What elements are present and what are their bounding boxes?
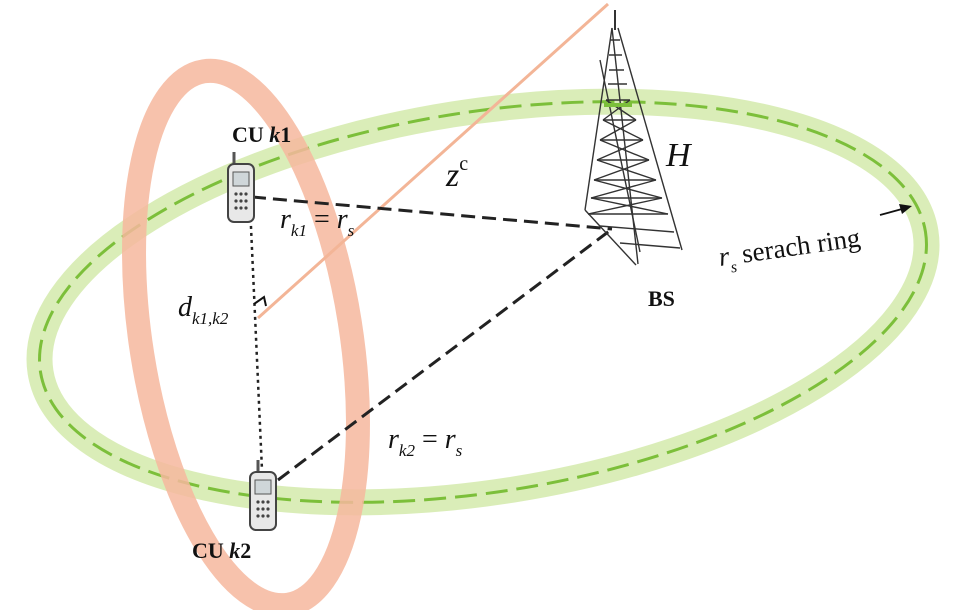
cu2-label: CU k2 xyxy=(192,538,251,563)
height-label: H xyxy=(665,137,693,174)
zc-axis-line xyxy=(256,2,610,320)
ring-arrowhead xyxy=(899,204,912,214)
link-cu2-bs xyxy=(277,227,613,482)
right-angle-marker xyxy=(253,295,267,307)
rk1-label: rk1 = rs xyxy=(280,204,355,240)
rk2-label: rk2 = rs xyxy=(388,424,463,460)
cu1-phone-icon xyxy=(227,152,255,223)
cu2-phone-icon xyxy=(249,460,277,531)
bs-label: BS xyxy=(648,286,675,311)
ring-label: rs serach ring xyxy=(717,222,863,278)
link-cu1-bs xyxy=(251,195,613,231)
ring-arrow xyxy=(879,208,903,216)
distance-line xyxy=(248,204,264,471)
distance-label: dk1,k2 xyxy=(178,292,229,328)
search-ring-dashed xyxy=(38,100,928,504)
zc-label: zc xyxy=(445,153,468,194)
bs-tower-icon xyxy=(584,10,683,266)
cu1-label: CU k1 xyxy=(232,122,291,147)
orthogonal-plane-ring xyxy=(122,58,370,610)
